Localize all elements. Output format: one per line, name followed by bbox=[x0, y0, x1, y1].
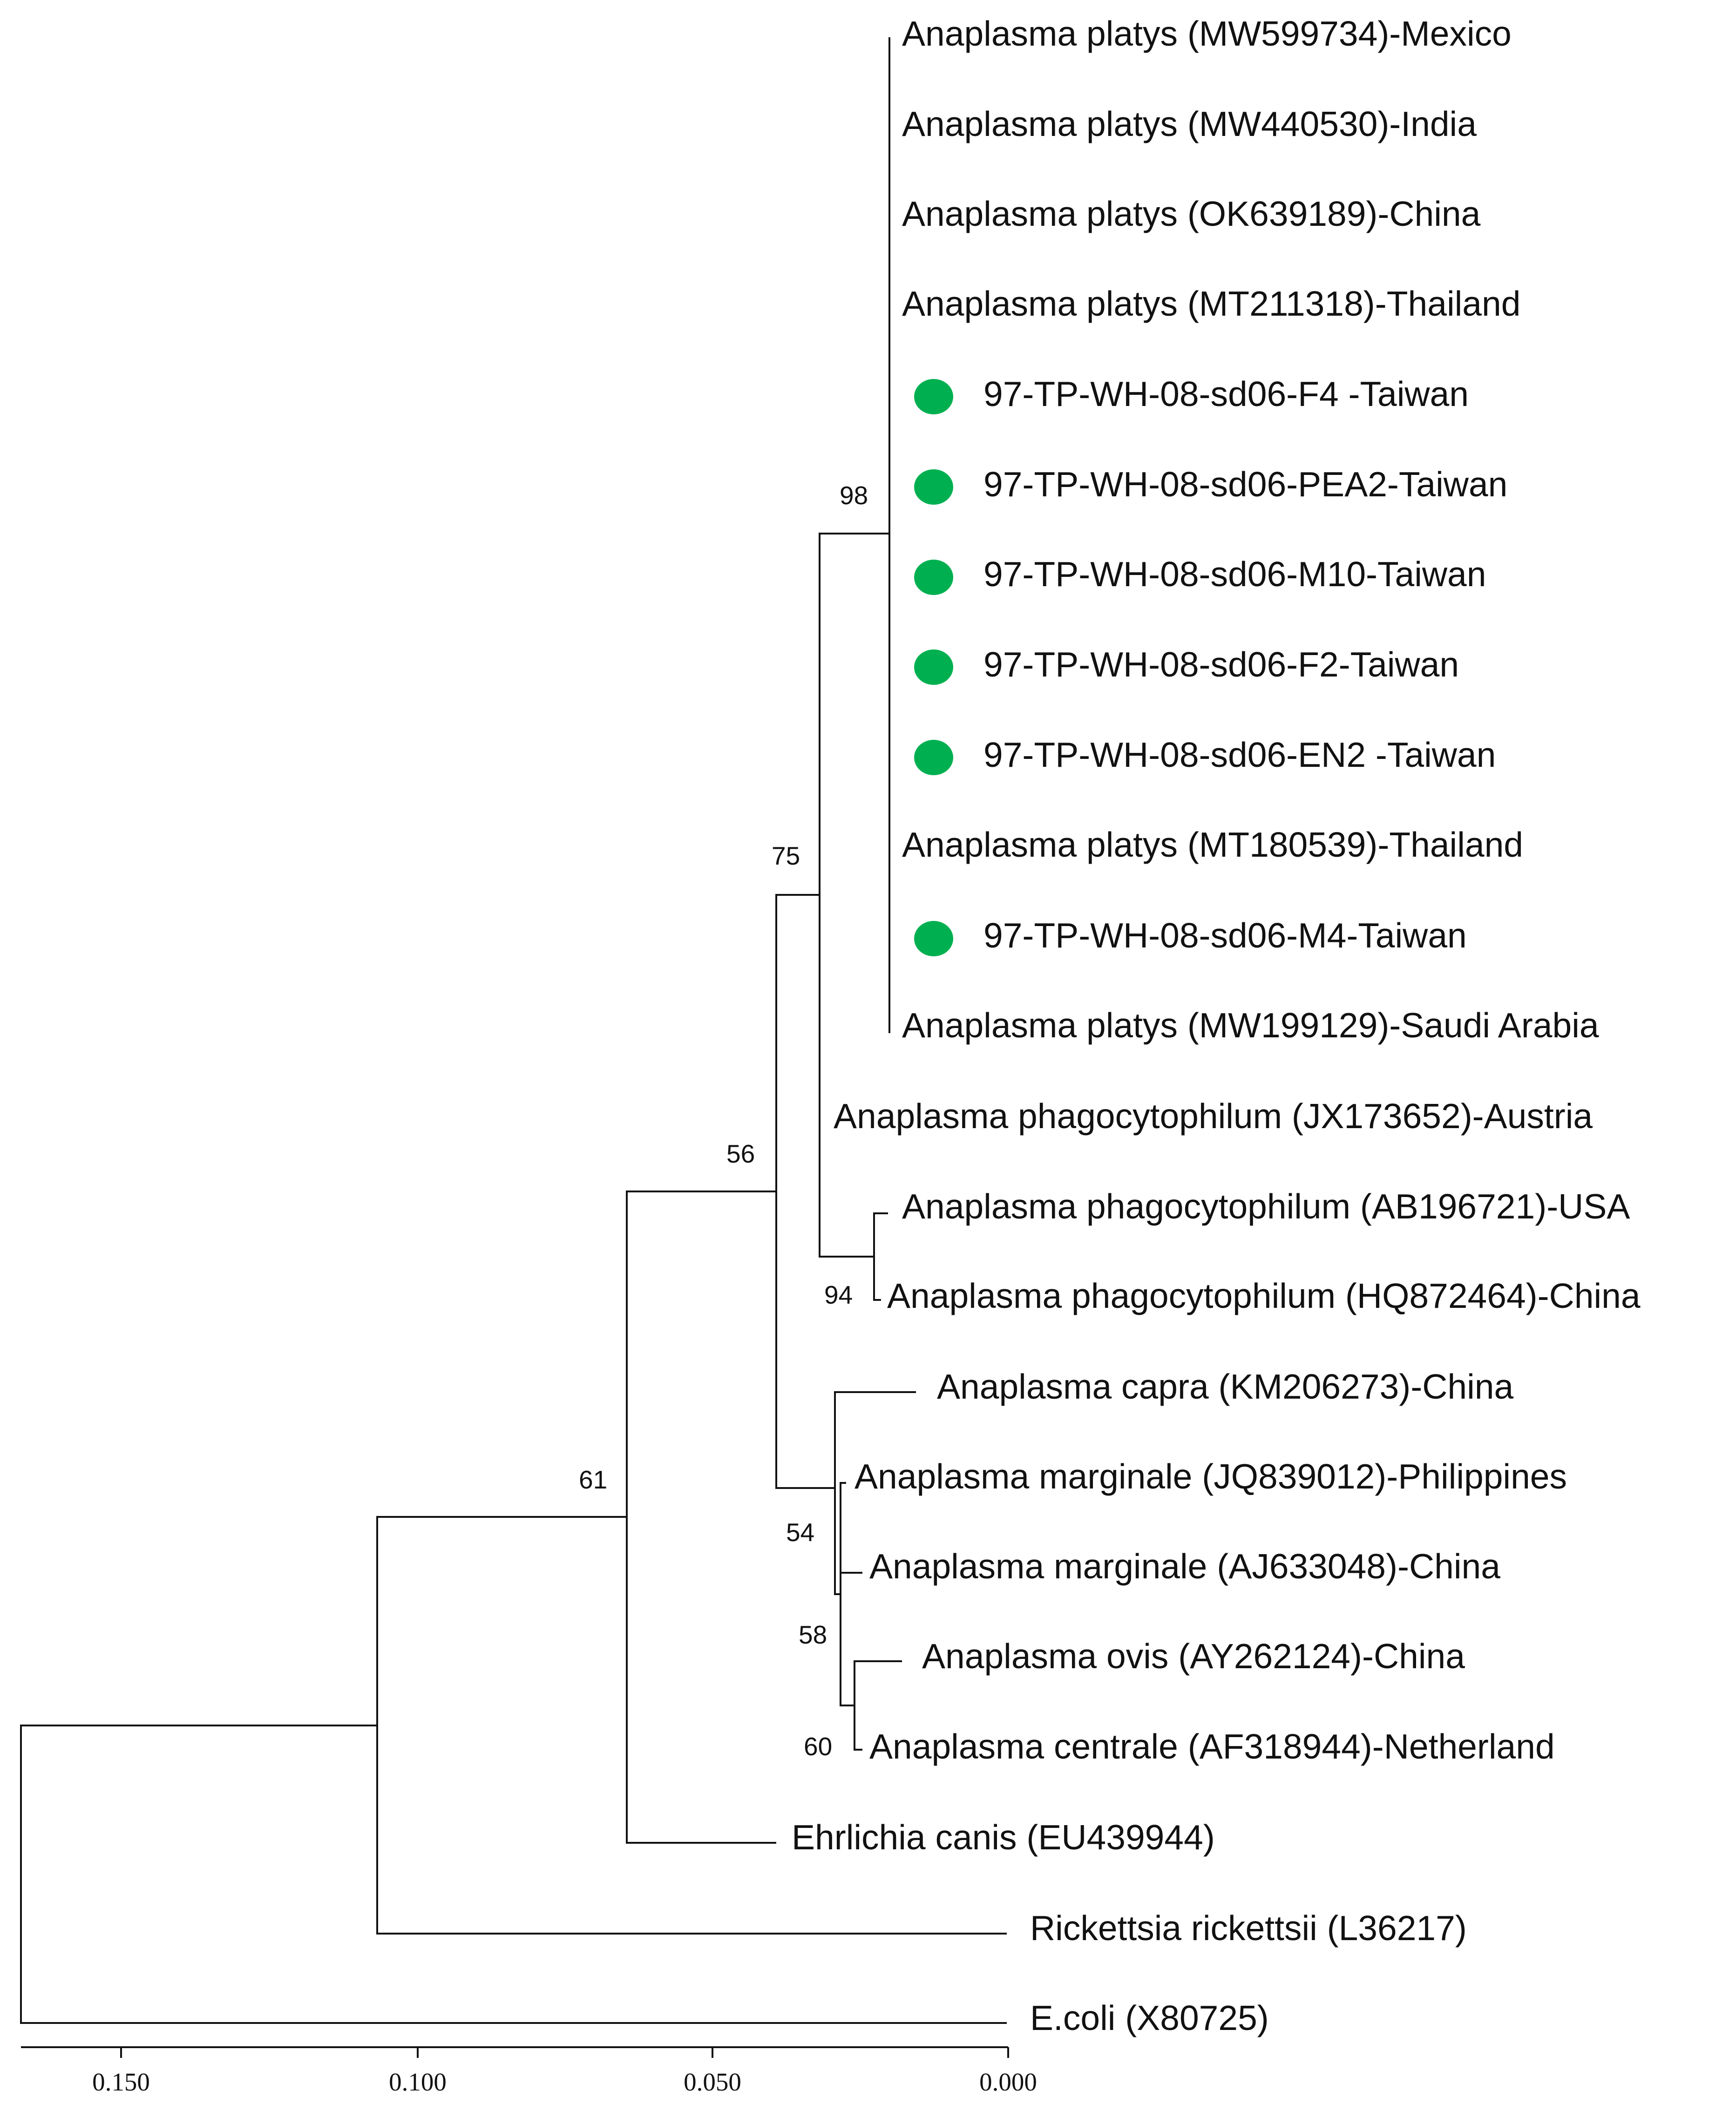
taxon-label: Ehrlichia canis (EU439944) bbox=[792, 1818, 1215, 1857]
taxon-label: Anaplasma platys (OK639189)-China bbox=[902, 194, 1481, 233]
taxon-label: 97-TP-WH-08-sd06-F4 -Taiwan bbox=[983, 374, 1469, 413]
tree-branches bbox=[20, 37, 1007, 2024]
bootstrap-value: 98 bbox=[840, 481, 868, 510]
green-dot-icon bbox=[914, 560, 953, 595]
taxon-label: 97-TP-WH-08-sd06-M10-Taiwan bbox=[983, 555, 1486, 594]
bootstrap-value: 94 bbox=[824, 1280, 853, 1309]
green-dot-icon bbox=[914, 740, 953, 775]
taxon-label: Anaplasma platys (MT180539)-Thailand bbox=[902, 825, 1523, 864]
taxon-label: Anaplasma platys (MW440530)-India bbox=[902, 104, 1477, 143]
bootstrap-value: 61 bbox=[579, 1465, 607, 1494]
green-dot-icon bbox=[914, 469, 953, 505]
scale-axis-tick-label: 0.050 bbox=[684, 2068, 741, 2096]
green-dot-icon bbox=[914, 649, 953, 685]
scale-axis-tick-label: 0.100 bbox=[389, 2068, 447, 2096]
taxon-label: Anaplasma ovis (AY262124)-China bbox=[922, 1637, 1465, 1676]
sample-markers bbox=[914, 379, 953, 956]
scale-axis-tick-label: 0.000 bbox=[979, 2068, 1037, 2096]
taxon-label: Anaplasma platys (MW599734)-Mexico bbox=[902, 14, 1512, 53]
taxon-label: Anaplasma phagocytophilum (AB196721)-USA bbox=[902, 1187, 1630, 1226]
taxon-label: Anaplasma phagocytophilum (HQ872464)-Chi… bbox=[887, 1276, 1641, 1315]
bootstrap-value: 56 bbox=[726, 1139, 755, 1168]
taxon-label: 97-TP-WH-08-sd06-PEA2-Taiwan bbox=[983, 465, 1507, 504]
bootstrap-value: 60 bbox=[804, 1732, 832, 1761]
taxon-labels: Anaplasma platys (MW599734)-Mexico Anapl… bbox=[792, 14, 1641, 2037]
taxon-label: Anaplasma platys (MW199129)-Saudi Arabia bbox=[902, 1006, 1599, 1045]
taxon-label: Anaplasma marginale (JQ839012)-Philippin… bbox=[854, 1457, 1567, 1496]
bootstrap-value: 58 bbox=[799, 1620, 827, 1649]
taxon-label: Anaplasma platys (MT211318)-Thailand bbox=[902, 284, 1520, 323]
taxon-label: Rickettsia rickettsii (L36217) bbox=[1030, 1908, 1467, 1948]
bootstrap-value: 75 bbox=[772, 841, 800, 870]
green-dot-icon bbox=[914, 379, 953, 414]
taxon-label: 97-TP-WH-08-sd06-EN2 -Taiwan bbox=[983, 735, 1496, 774]
taxon-label: Anaplasma centrale (AF318944)-Netherland bbox=[869, 1727, 1555, 1766]
taxon-label: 97-TP-WH-08-sd06-M4-Taiwan bbox=[983, 916, 1467, 955]
taxon-label: Anaplasma marginale (AJ633048)-China bbox=[869, 1547, 1500, 1586]
bootstrap-values: 98 75 56 61 94 54 58 60 bbox=[579, 481, 868, 1761]
bootstrap-value: 54 bbox=[786, 1518, 814, 1547]
scale-axis: 0.150 0.100 0.050 0.000 bbox=[21, 2046, 1037, 2096]
taxon-label: Anaplasma capra (KM206273)-China bbox=[937, 1367, 1513, 1406]
green-dot-icon bbox=[914, 921, 953, 956]
taxon-label: E.coli (X80725) bbox=[1030, 1998, 1269, 2037]
taxon-label: 97-TP-WH-08-sd06-F2-Taiwan bbox=[983, 645, 1459, 684]
taxon-label: Anaplasma phagocytophilum (JX173652)-Aus… bbox=[834, 1096, 1593, 1136]
scale-axis-tick-label: 0.150 bbox=[92, 2068, 150, 2096]
